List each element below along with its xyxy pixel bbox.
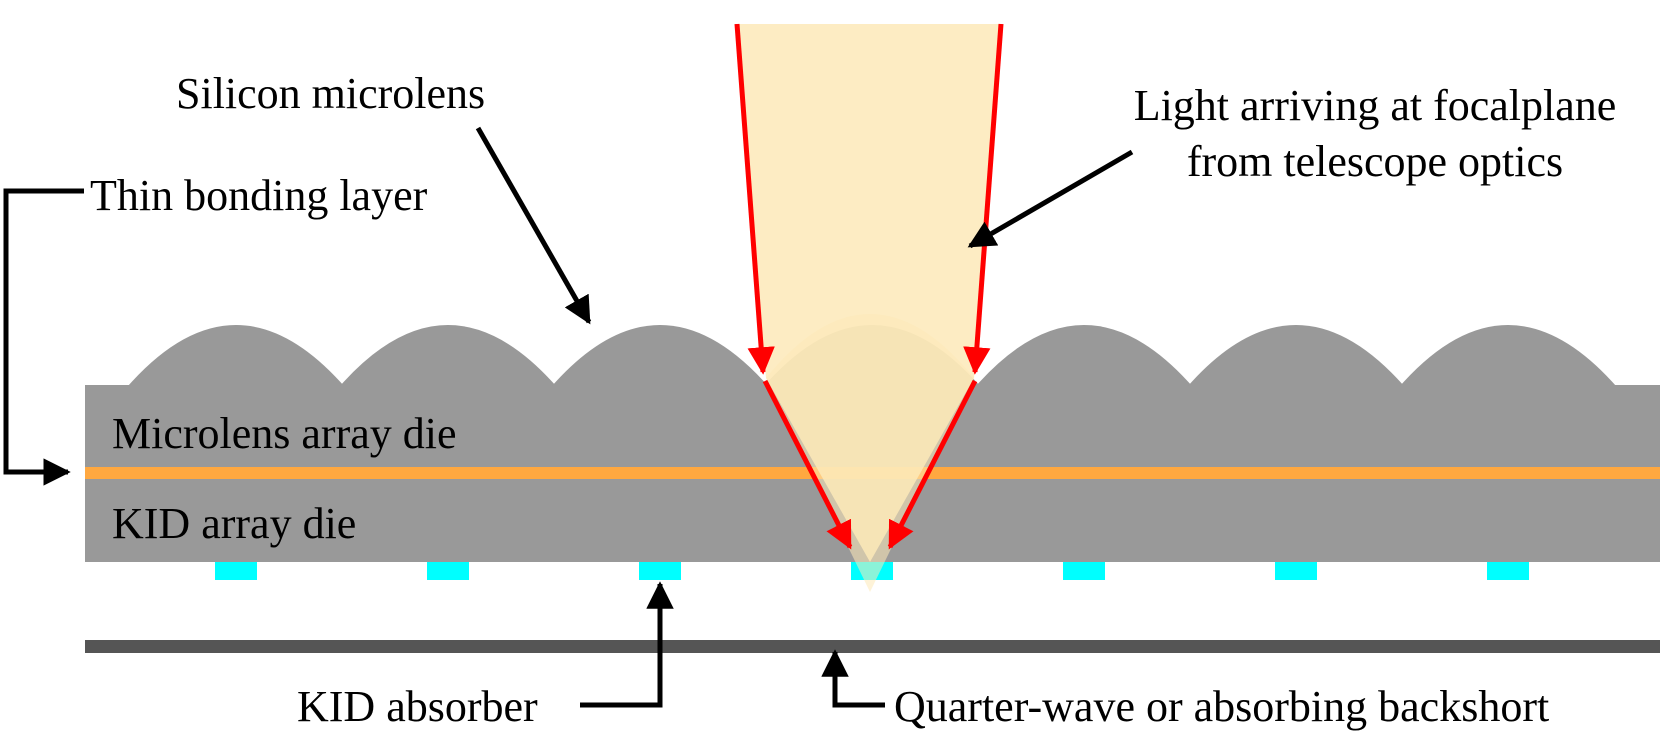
thin-bonding-layer-label: Thin bonding layer — [90, 171, 428, 220]
silicon-microlens-arrow — [475, 126, 592, 325]
thin-bonding-layer-arrow — [3, 188, 84, 486]
ray-right-incoming — [963, 23, 1004, 375]
microlens — [1400, 325, 1616, 386]
backshort-arrow — [821, 649, 885, 708]
kid-absorber — [1063, 562, 1105, 580]
ray-right-refracted — [887, 379, 978, 550]
kid-absorber — [215, 562, 257, 580]
microlens — [128, 325, 344, 386]
kid-absorber-arrow — [580, 581, 674, 708]
kid-absorber — [1275, 562, 1317, 580]
ray-left-incoming — [734, 23, 775, 375]
light-arriving-arrow — [967, 149, 1134, 249]
kid-absorber — [639, 562, 681, 580]
microlens — [340, 325, 556, 386]
light-arriving-line-1: Light arriving at focalplane — [1133, 81, 1617, 130]
backshort — [85, 640, 1660, 653]
focused-light-cone — [766, 314, 974, 592]
kid-absorber-label: KID absorber — [297, 682, 538, 731]
microlens — [1188, 325, 1404, 386]
light-arriving-line-2: from telescope optics — [1186, 137, 1564, 187]
microlens — [976, 325, 1192, 386]
kid-array-die-label: KID array die — [112, 499, 357, 548]
ray-left-refracted — [762, 379, 853, 550]
backshort-label: Quarter-wave or absorbing backshort — [894, 682, 1550, 731]
kid-absorber — [427, 562, 469, 580]
light-arriving-label: Light arriving at focalplane from telesc… — [1100, 78, 1650, 191]
kid-absorber — [1487, 562, 1529, 580]
microlens-array-die-label: Microlens array die — [112, 409, 457, 458]
microlens — [552, 325, 768, 386]
silicon-microlens-label: Silicon microlens — [176, 69, 486, 118]
